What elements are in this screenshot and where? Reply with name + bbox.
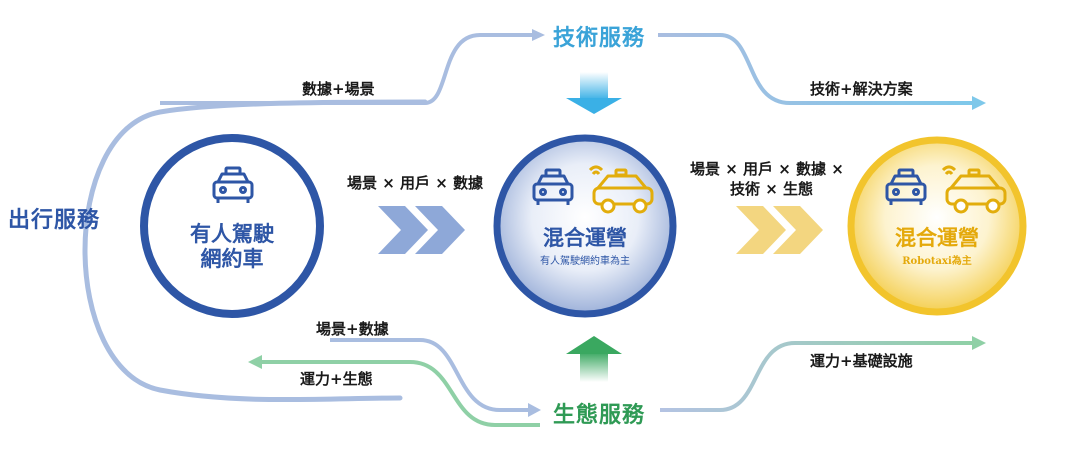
flow-label-scene-user-data: 場景 × 用戶 × 數據: [347, 174, 484, 192]
left-circle-title-line2: 網約車: [200, 247, 264, 271]
taxi-icon: [212, 166, 254, 203]
flow-label-tech-solutions: 技術+解決方案: [810, 80, 913, 98]
ecosystem-service-label: 生態服務: [553, 403, 646, 428]
arrow-head: [972, 96, 986, 110]
arrow-head: [248, 355, 262, 369]
right-circle-title: 混合運營: [895, 226, 979, 250]
arrow-up-icon: [566, 336, 622, 382]
arrow-head: [528, 403, 541, 417]
bottom-left-lower-arrow: [262, 360, 540, 427]
robotaxi-icon: [941, 165, 1007, 214]
flow-label-capacity-infrastructure: 運力+基礎設施: [810, 352, 913, 370]
flow-label-data-scene: 數據+場景: [302, 80, 375, 98]
flow-label-scene-data: 場景+數據: [316, 320, 389, 338]
robotaxi-icon: [588, 165, 654, 214]
mobility-service-label: 出行服務: [8, 208, 101, 233]
middle-circle: [493, 134, 677, 318]
top-right-arrow: [658, 33, 972, 105]
left-circle-title-line1: 有人駕駛: [190, 222, 274, 246]
left-circle: [140, 134, 324, 318]
arrow-head: [532, 29, 545, 41]
chevron-right-icon: [736, 206, 823, 254]
flow-label-capacity-ecosystem: 運力+生態: [300, 370, 373, 388]
flow-label-scene-user-data-tech: 場景 × 用戶 × 數據 ×: [690, 160, 844, 178]
right-circle-subtitle: Robotaxi為主: [902, 256, 972, 267]
tech-service-label: 技術服務: [553, 26, 646, 51]
arrow-head: [972, 336, 986, 350]
bottom-right-arrow: [660, 341, 972, 412]
bottom-left-upper-arrow: [330, 338, 528, 412]
chevron-right-icon: [378, 206, 465, 254]
middle-circle-subtitle: 有人駕駛網約車為主: [540, 256, 630, 267]
middle-circle-title: 混合運營: [543, 226, 627, 250]
top-left-arrow: [160, 33, 532, 105]
arrow-down-icon: [566, 72, 622, 114]
taxi-icon: [885, 168, 927, 205]
flow-label-tech-ecosystem: 技術 × 生態: [730, 180, 814, 198]
taxi-icon: [532, 168, 574, 205]
